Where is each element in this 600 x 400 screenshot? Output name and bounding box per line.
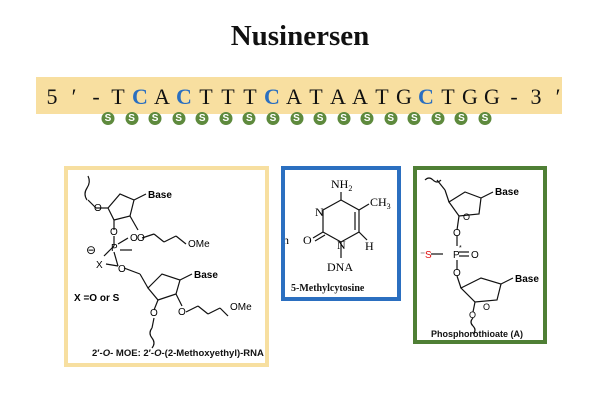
sequence-char: 3 bbox=[530, 84, 542, 109]
base-label-bottom: Base bbox=[194, 270, 218, 281]
phosphorothioate-linkage: S bbox=[219, 112, 233, 125]
wavy-bond-bottom bbox=[149, 327, 155, 349]
sequence-char: A bbox=[330, 84, 346, 109]
page-title: Nusinersen bbox=[230, 20, 370, 52]
moe-caption: 2′-O- MOE: 2′-O-(2-Methoxyethyl)-RNA bbox=[92, 348, 264, 359]
phosphorothioate-panel: O Base O ⁻ S P * O O Base O O Phosphorot… bbox=[413, 166, 547, 344]
sequence-char: T bbox=[111, 84, 125, 109]
phosphorothioate-linkage: S bbox=[101, 112, 115, 125]
deoxyribose-ring-bottom bbox=[459, 277, 502, 303]
phosphorothioate-linkage: S bbox=[407, 112, 421, 125]
methyl-c-nucleotide: C bbox=[176, 84, 192, 109]
methylcytosine-caption: 5-Methylcytosine bbox=[291, 283, 365, 294]
thio-charge-label: ⁻ bbox=[420, 250, 425, 261]
ribose-ring-top bbox=[107, 193, 135, 221]
sequence-char: G bbox=[484, 84, 500, 109]
linker-oxygen-top: O bbox=[137, 233, 145, 244]
pyrimidine-ring bbox=[322, 199, 360, 243]
ribose-ring-bottom bbox=[147, 273, 181, 301]
phosphorothioate-linkage: S bbox=[172, 112, 186, 125]
moe-structure: O Base O OMe O P ⊖ O X O Base O OMe O X … bbox=[74, 175, 252, 349]
o2-label: O bbox=[303, 233, 312, 247]
phosphorothioate-caption: Phosphorothioate (A) bbox=[431, 329, 523, 339]
sequence-char: - bbox=[510, 84, 518, 109]
sequence-char: T bbox=[375, 84, 389, 109]
phosphorothioate-linkage: S bbox=[454, 112, 468, 125]
phosphorothioate-structure: O Base O ⁻ S P * O O Base O O bbox=[420, 177, 539, 335]
chiral-star: * bbox=[459, 245, 462, 252]
phosphorothioate-linkage: S bbox=[431, 112, 445, 125]
deoxyribose-ring-top bbox=[448, 191, 482, 217]
sequence-char: A bbox=[154, 84, 170, 109]
x-substituent-label: X bbox=[96, 260, 103, 271]
base-label-top: Base bbox=[148, 190, 172, 201]
phosphorothioate-linkage: S bbox=[242, 112, 256, 125]
negative-charge-icon: ⊖ bbox=[86, 243, 96, 257]
sequence-band bbox=[36, 77, 562, 114]
ring-oxygen-label: O bbox=[94, 203, 102, 214]
phosphorothioate-linkage: S bbox=[125, 112, 139, 125]
methyl-c-nucleotide: C bbox=[418, 84, 434, 109]
sulfur-label: S bbox=[425, 250, 432, 261]
sequence-char: G bbox=[462, 84, 478, 109]
sequence-char: 5 bbox=[46, 84, 58, 109]
phosphate-oxygen-double: O bbox=[130, 233, 138, 244]
sequence-char: A bbox=[352, 84, 368, 109]
sequence-char: - bbox=[92, 84, 100, 109]
phosphorothioate-linkage: S bbox=[337, 112, 351, 125]
phosphate-oxygen-lower: O bbox=[118, 264, 126, 275]
n3-label: N bbox=[315, 205, 324, 219]
x-legend: X =O or S bbox=[74, 293, 120, 304]
phosphorothioate-linkage: S bbox=[360, 112, 374, 125]
sequence-char: ′ bbox=[71, 84, 77, 109]
linker-oxygen-bottom: O bbox=[178, 307, 186, 318]
bridge-oxygen-lower: O bbox=[453, 268, 461, 279]
methylcytosine-structure: NH2 CH3 N N O H DNA n bbox=[285, 177, 391, 274]
phosphorothioate-linkage: S bbox=[148, 112, 162, 125]
sequence-char: T bbox=[243, 84, 257, 109]
sequence-char: T bbox=[199, 84, 213, 109]
phosphorus-label: P bbox=[111, 243, 118, 254]
phosphorothioate-linkage: S bbox=[195, 112, 209, 125]
sequence-char: A bbox=[286, 84, 302, 109]
methoxy-label-bottom: OMe bbox=[230, 302, 252, 313]
moe-panel: O Base O OMe O P ⊖ O X O Base O OMe O X … bbox=[64, 166, 269, 367]
phosphorothioate-linkage: S bbox=[313, 112, 327, 125]
wavy-bond-bottom bbox=[470, 317, 476, 335]
ch3-label: CH3 bbox=[370, 195, 391, 211]
ring-oxygen-bottom: O bbox=[483, 302, 490, 312]
n1-label: N bbox=[337, 238, 346, 252]
ring-oxygen-top: O bbox=[463, 212, 470, 222]
dna-label: DNA bbox=[327, 260, 353, 274]
phosphate-oxygen-upper: O bbox=[110, 227, 118, 238]
methyl-c-nucleotide: C bbox=[264, 84, 280, 109]
clipped-letter: n bbox=[285, 233, 289, 247]
sequence-char: T bbox=[309, 84, 323, 109]
phosphorothioate-linkage: S bbox=[290, 112, 303, 125]
double-bond-oxygen: O bbox=[471, 250, 479, 261]
phosphorus-label: P bbox=[453, 250, 460, 261]
base-label-top: Base bbox=[495, 187, 519, 198]
sequence-char: G bbox=[396, 84, 412, 109]
bridge-oxygen-upper: O bbox=[453, 228, 461, 239]
phosphorothioate-linkage: S bbox=[384, 112, 398, 125]
methylcytosine-panel: NH2 CH3 N N O H DNA n 5-Methylcytosine bbox=[281, 166, 401, 301]
h6-label: H bbox=[365, 239, 374, 253]
wavy-bond-top bbox=[84, 175, 90, 201]
methyl-c-nucleotide: C bbox=[132, 84, 148, 109]
sequence-char: T bbox=[221, 84, 235, 109]
base-label-bottom: Base bbox=[515, 274, 539, 285]
methoxy-label-top: OMe bbox=[188, 239, 210, 250]
chain-oxygen-bottom: O bbox=[150, 308, 158, 319]
nh2-label: NH2 bbox=[331, 177, 352, 193]
sequence-char: ′ bbox=[555, 84, 561, 109]
sequence-char: T bbox=[441, 84, 455, 109]
chain-oxygen-bottom: O bbox=[469, 310, 476, 320]
phosphorothioate-linkage: S bbox=[478, 112, 492, 125]
phosphorothioate-linkage: S bbox=[266, 112, 280, 125]
